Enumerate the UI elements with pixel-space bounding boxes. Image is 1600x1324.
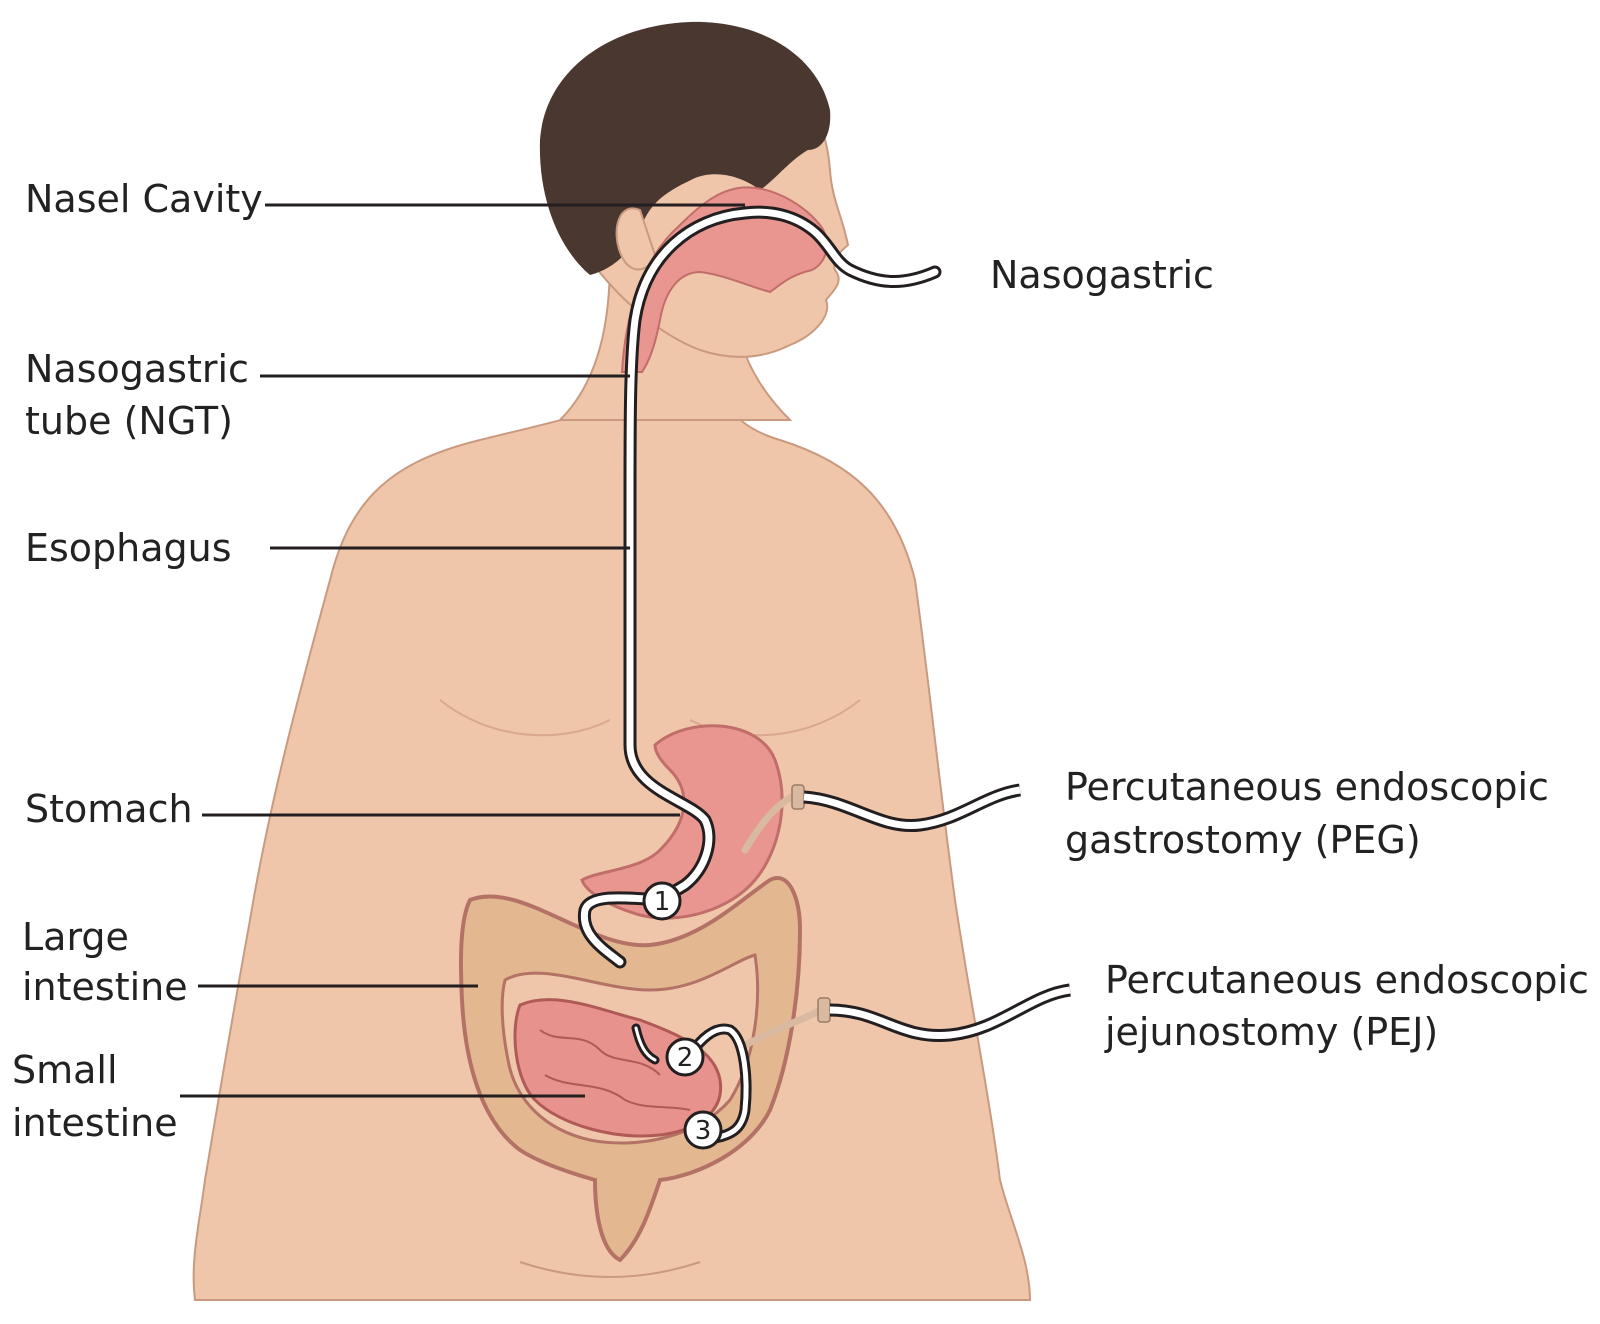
labels: Nasel Cavity Nasogastric Nasogastric tub…	[12, 177, 1589, 1145]
label-ngt-line-2: tube (NGT)	[25, 399, 233, 443]
label-peg-line-1: Percutaneous endoscopic	[1065, 765, 1549, 809]
label-nasogastric: Nasogastric	[990, 253, 1214, 297]
label-ngt-line-1: Nasogastric	[25, 347, 249, 391]
label-stomach: Stomach	[25, 787, 193, 831]
leader-lines	[180, 203, 745, 1098]
nasogastric-tube	[577, 205, 942, 969]
peg-bolster	[791, 784, 805, 810]
duodenal-fragment-fill	[634, 1026, 657, 1062]
marker-3: 3	[683, 1110, 723, 1150]
body-figure	[192, 21, 1032, 1301]
marker-1-label: 1	[654, 887, 671, 917]
pej-internal	[741, 1006, 826, 1049]
pej-fill	[829, 986, 1071, 1040]
marker-1: 1	[642, 881, 682, 921]
label-nasal-cavity: Nasel Cavity	[25, 177, 263, 221]
label-pej-line-2: jejunostomy (PEJ)	[1104, 1010, 1438, 1054]
navel	[519, 1261, 701, 1278]
hair	[539, 21, 831, 276]
label-pej-line-1: Percutaneous endoscopic	[1105, 958, 1589, 1002]
label-small-intestine-line-2: intestine	[12, 1101, 178, 1145]
label-esophagus: Esophagus	[25, 526, 232, 570]
stomach	[580, 724, 784, 920]
peg-internal	[741, 791, 799, 854]
small-intestine-folds	[539, 1029, 691, 1111]
peg-fill	[803, 786, 1021, 830]
marker-2-label: 2	[677, 1043, 694, 1073]
peg-tube	[741, 783, 1022, 854]
label-large-intestine-line-2: intestine	[22, 965, 188, 1009]
label-large-intestine-line-1: Large	[22, 915, 129, 959]
jejunal-loop-fill	[687, 1026, 749, 1141]
ngt-fill	[580, 208, 939, 966]
label-small-intestine-line-1: Small	[12, 1048, 118, 1092]
pej-bolster	[817, 997, 831, 1023]
marker-3-label: 3	[695, 1116, 712, 1146]
marker-2: 2	[665, 1037, 705, 1077]
torso	[192, 359, 1032, 1301]
label-peg-line-2: gastrostomy (PEG)	[1065, 818, 1421, 862]
pej-tube	[631, 983, 1072, 1144]
